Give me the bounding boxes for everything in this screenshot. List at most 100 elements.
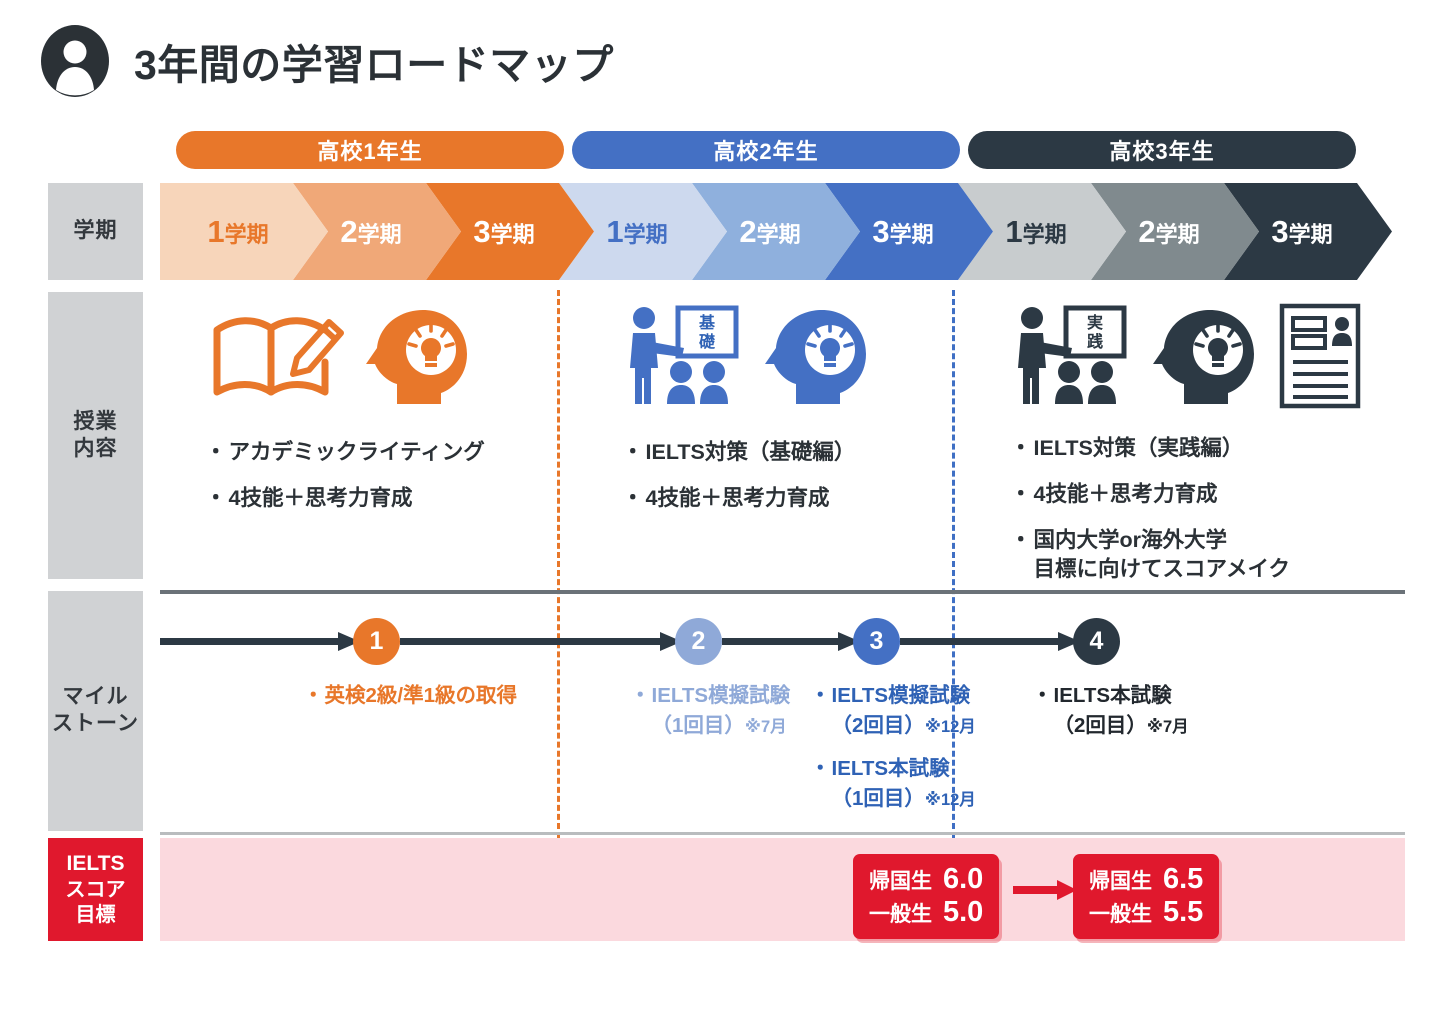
term-chevron-label: 2学期 [739, 214, 800, 250]
milestone-text-4: ・IELTS本試験 （2回目）※7月 [1032, 681, 1189, 754]
term-suffix: 学期 [490, 221, 535, 247]
milestone-bullet-body: IELTS模擬試験 （2回目）※12月 [832, 681, 976, 740]
document-icon [1279, 303, 1361, 409]
milestone-bullet: ・IELTS本試験 （2回目）※7月 [1032, 681, 1189, 740]
term-chevron-label: 3学期 [872, 214, 933, 250]
page-title: 3年間の学習ロードマップ [134, 42, 614, 88]
row-label-class-content: 授業 内容 [48, 292, 143, 579]
bullet-dot: ・ [205, 486, 227, 511]
bullet-item: ・ 4技能＋思考力育成 [205, 484, 535, 513]
term-suffix: 学期 [623, 221, 668, 247]
teacher-board-basic-icon: 基 礎 [630, 305, 739, 404]
term-chevron-3[interactable]: 3学期 [426, 183, 594, 280]
milestone-number: 3 [869, 627, 884, 655]
milestone-text-2: ・IELTS模擬試験 （1回目）※7月 [630, 681, 790, 754]
divider-dashed-year1-year2 [557, 290, 560, 838]
milestone-number: 1 [369, 627, 384, 655]
icon-row-year2: 基 礎 [622, 300, 942, 412]
milestone-node-4[interactable]: 4 [1073, 618, 1120, 665]
board-label-text: 基 [698, 313, 716, 332]
row-label-ielts-line3: 目標 [75, 903, 116, 926]
term-suffix: 学期 [1022, 221, 1067, 247]
milestone-number: 2 [691, 627, 706, 655]
milestone-bullet-note: ※7月 [744, 717, 787, 736]
term-number: 2 [739, 213, 757, 249]
bullet-text: IELTS対策（基礎編） [645, 440, 856, 464]
milestone-bullet: ・英検2級/準1級の取得 [303, 681, 517, 711]
milestone-bullet-note: ※12月 [924, 791, 976, 810]
row-label-terms: 学期 [48, 183, 143, 280]
page-header: 3年間の学習ロードマップ [38, 24, 614, 98]
bullet-list-year1: ・ アカデミックライティング ・ 4技能＋思考力育成 [205, 438, 535, 513]
teacher-board-practical-icon: 実 践 [1018, 305, 1127, 404]
milestone-bullet-body: 英検2級/準1級の取得 [325, 681, 518, 711]
term-chevron-label: 1学期 [1005, 214, 1066, 250]
bullet-dot: ・ [810, 757, 831, 781]
term-suffix: 学期 [889, 221, 934, 247]
term-suffix: 学期 [756, 221, 801, 247]
milestone-bullet: ・IELTS模擬試験 （1回目）※7月 [630, 681, 790, 740]
milestone-bullet-text: IELTS本試験 （2回目） [1053, 684, 1172, 737]
bullet-item: ・ 4技能＋思考力育成 [622, 484, 942, 513]
row-label-class-line1: 授業 [73, 409, 118, 433]
divider-line-above-milestones [160, 590, 1405, 594]
bullet-dot: ・ [622, 440, 644, 464]
grade-pill-2[interactable]: 高校2年生 [572, 131, 960, 169]
class-content-year3: 実 践 [1010, 300, 1370, 584]
book-pencil-icon [213, 317, 344, 396]
bullet-dot: ・ [1010, 436, 1032, 460]
term-chevron-label: 1学期 [606, 214, 667, 250]
milestone-node-1[interactable]: 1 [353, 618, 400, 665]
bullet-dot: ・ [1010, 482, 1032, 507]
score-audience: 帰国生 [1089, 870, 1152, 893]
row-label-milestone: マイル ストーン [48, 591, 143, 831]
grade-pill-1[interactable]: 高校1年生 [176, 131, 564, 169]
milestone-track: 1 2 3 4 [160, 618, 1405, 665]
class-content-year1: ・ アカデミックライティング ・ 4技能＋思考力育成 [205, 300, 535, 513]
milestone-number: 4 [1089, 627, 1104, 655]
score-audience: 帰国生 [869, 870, 932, 893]
row-label-ielts-line2: スコア [65, 878, 126, 901]
milestone-bullet-text: IELTS本試験 （1回目） [831, 757, 950, 811]
score-progress-arrow-icon [1013, 880, 1077, 900]
grade-pill-3[interactable]: 高校3年生 [968, 131, 1356, 169]
bullet-dot: ・ [303, 684, 324, 707]
term-chevron-label: 1学期 [207, 214, 268, 250]
icon-row-year1 [205, 300, 535, 412]
milestone-bullet-text: 英検2級/準1級の取得 [324, 684, 518, 707]
milestone-bullet-text: IELTS模擬試験 （2回目） [831, 684, 971, 737]
grade-pill-label: 高校1年生 [317, 139, 423, 164]
grade-pill-label: 高校3年生 [1109, 139, 1215, 164]
bullet-dot: ・ [810, 684, 831, 707]
bullet-text: 4技能＋思考力育成 [228, 486, 413, 511]
term-chevron-1[interactable]: 1学期 [160, 183, 328, 280]
term-number: 2 [1138, 213, 1156, 249]
term-chevron-label: 3学期 [1271, 214, 1332, 250]
head-lightbulb-icon [366, 310, 467, 404]
milestone-bullet-text: IELTS模擬試験 （1回目） [651, 684, 791, 737]
bullet-item: ・ IELTS対策（実践編） [1010, 434, 1370, 463]
svg-text:践: 践 [1087, 332, 1103, 351]
milestone-node-2[interactable]: 2 [675, 618, 722, 665]
row-label-milestone-line1: マイル [62, 685, 129, 709]
divider-dashed-year2-year3 [952, 290, 955, 838]
person-avatar-icon [41, 25, 109, 97]
milestone-text-3: ・IELTS模擬試験 （2回目）※12月・IELTS本試験 （1回目）※12月 [810, 681, 976, 828]
milestone-text-1: ・英検2級/準1級の取得 [303, 681, 517, 725]
bullet-item: ・ 国内大学or海外大学 目標に向けてスコアメイク [1010, 526, 1370, 584]
head-lightbulb-icon [1153, 310, 1254, 404]
bullet-text: アカデミックライティング [228, 440, 485, 464]
bullet-text: 4技能＋思考力育成 [645, 486, 830, 511]
bullet-list-year3: ・ IELTS対策（実践編） ・ 4技能＋思考力育成 ・ 国内大学or海外大学 … [1010, 434, 1370, 584]
term-chevron-label: 2学期 [340, 214, 401, 250]
bullet-item: ・ 4技能＋思考力育成 [1010, 480, 1370, 509]
milestone-node-3[interactable]: 3 [853, 618, 900, 665]
row-label-milestone-line2: ストーン [52, 712, 139, 735]
term-suffix: 学期 [1155, 221, 1200, 247]
